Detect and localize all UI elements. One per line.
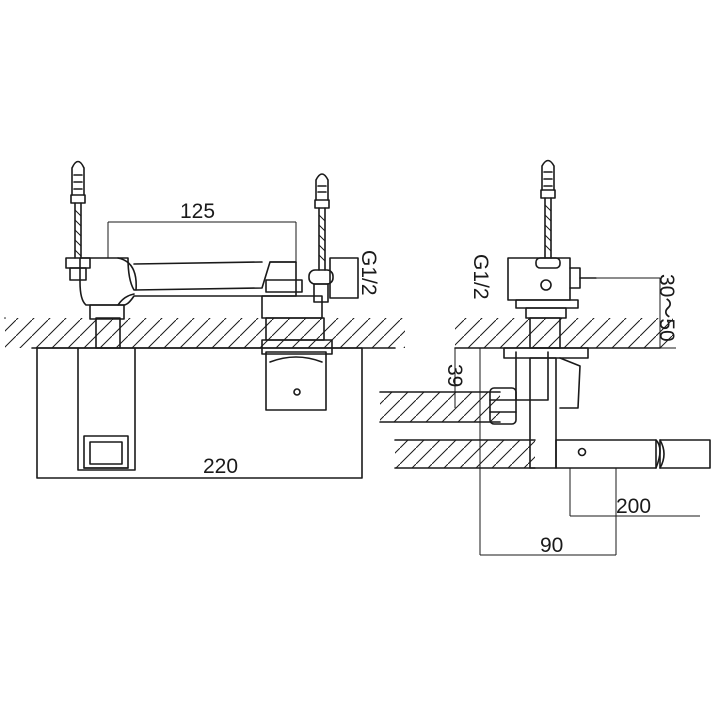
left-handle	[65, 160, 91, 281]
left-valve-body	[77, 347, 136, 471]
side-pipe-hatch-lower	[395, 440, 535, 468]
right-valve-screw	[293, 388, 301, 396]
dim-side-depth: 90	[480, 468, 617, 557]
label-thread-side: G1/2	[469, 254, 492, 300]
dim-spout-spacing: 125	[107, 200, 297, 262]
side-handle	[535, 159, 561, 269]
right-valve-housing	[265, 351, 327, 411]
label-spout-spacing: 125	[180, 200, 215, 223]
front-wall-hatch	[5, 318, 405, 348]
dim-overall-width: 220	[37, 455, 362, 479]
side-pipe-hatch-upper	[380, 392, 500, 422]
side-view: 39 G1/2 30～50 200 90	[379, 159, 711, 557]
dim-pipe-depth: 39	[443, 348, 481, 555]
label-overall-width: 220	[203, 455, 238, 478]
label-pipe-depth: 39	[443, 364, 466, 387]
side-pipe	[555, 439, 657, 469]
label-wall-thickness: 30～50	[655, 274, 678, 342]
label-pipe-length: 200	[616, 495, 651, 518]
right-handle	[308, 173, 334, 303]
label-thread-front: G1/2	[357, 250, 380, 296]
label-side-depth: 90	[540, 534, 563, 557]
front-view: 125 G1/2 220	[4, 160, 405, 479]
spout	[79, 257, 297, 306]
side-wall-hatch	[455, 318, 673, 348]
dim-wall-thickness: 30～50	[596, 274, 678, 349]
dim-pipe-length: 200	[569, 468, 700, 518]
